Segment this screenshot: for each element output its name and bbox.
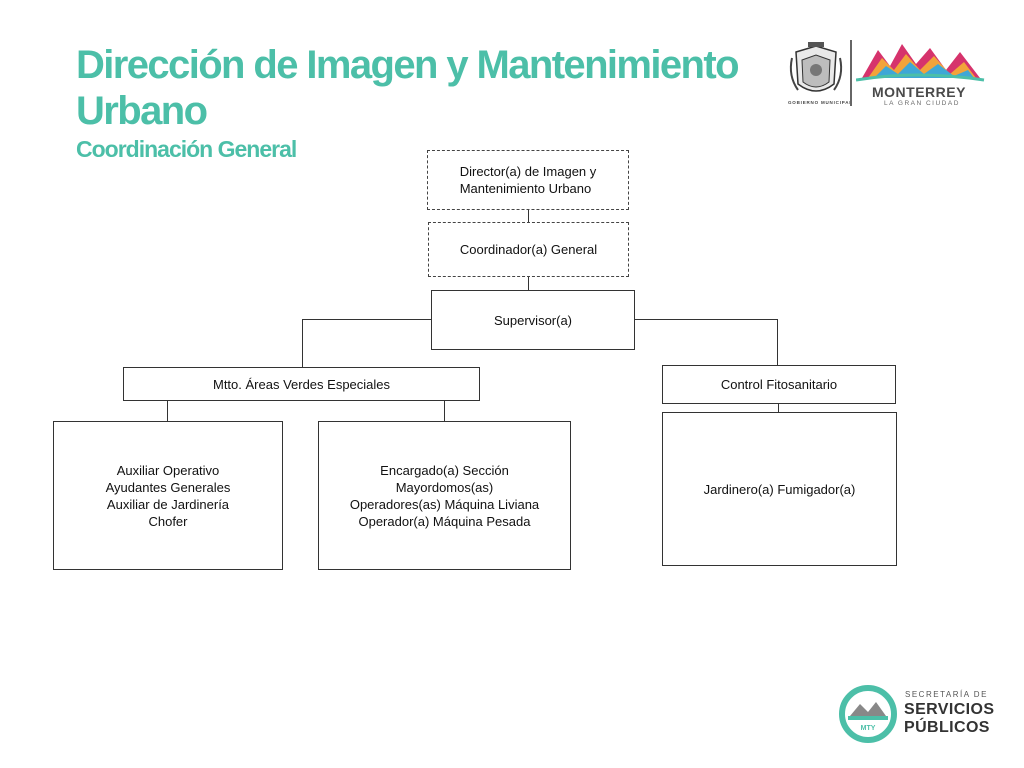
auxiliar-line-1: Auxiliar Operativo [116, 462, 220, 478]
page-title: Dirección de Imagen y Mantenimiento Urba… [76, 42, 740, 134]
coordinator-box: Coordinador(a) General [428, 222, 629, 277]
connector-right-drop [777, 319, 778, 366]
servicios-publicos-badge-icon: MTY [839, 685, 897, 743]
city-name: MONTERREY [872, 84, 966, 100]
logo-divider [850, 40, 852, 106]
auxiliar-line-4: Chofer [148, 513, 188, 529]
encargado-line-1: Encargado(a) Sección [380, 463, 509, 478]
director-line-1: Director(a) de Imagen y [459, 164, 597, 179]
control-fitosanitario-label: Control Fitosanitario [720, 377, 838, 392]
connector-areas-encargado [444, 401, 445, 422]
monterrey-logo: MONTERREY LA GRAN CIUDAD [856, 40, 986, 110]
connector-left-drop [302, 319, 303, 367]
auxiliar-line-3: Auxiliar de Jardinería [106, 496, 230, 512]
control-fitosanitario-box: Control Fitosanitario [662, 365, 896, 404]
encargado-line-2: Mayordomos(as) [395, 480, 494, 495]
page-subtitle: Coordinación General [76, 136, 297, 162]
encargado-box: Encargado(a) Sección Mayordomos(as) Oper… [318, 421, 571, 570]
encargado-line-4: Operador(a) Máquina Pesada [358, 514, 531, 529]
jardinero-label: Jardinero(a) Fumigador(a) [703, 481, 856, 497]
connector-supervisor-right [634, 319, 778, 320]
coordinator-label: Coordinador(a) General [459, 242, 598, 257]
secretaria-caption: SECRETARÍA DE [905, 690, 988, 699]
badge-text: MTY [861, 725, 876, 732]
connector-director-coordinator [528, 210, 529, 222]
director-line-2: Mantenimiento Urbano [459, 181, 592, 196]
areas-verdes-label: Mtto. Áreas Verdes Especiales [212, 376, 391, 392]
connector-coordinator-supervisor [528, 277, 529, 291]
supervisor-label: Supervisor(a) [493, 312, 573, 328]
secretaria-line-2: PÚBLICOS [904, 719, 990, 736]
monterrey-mountains-icon [856, 44, 985, 82]
areas-verdes-box: Mtto. Áreas Verdes Especiales [123, 367, 480, 401]
connector-control-jardinero [778, 404, 779, 413]
encargado-line-3: Operadores(as) Máquina Liviana [349, 497, 540, 512]
connector-areas-auxiliar [167, 401, 168, 422]
secretaria-line-1: SERVICIOS [904, 701, 995, 718]
auxiliar-line-2: Ayudantes Generales [105, 479, 231, 495]
connector-supervisor-left [302, 319, 432, 320]
municipal-seal-icon [789, 42, 843, 92]
supervisor-box: Supervisor(a) [431, 290, 635, 350]
title-line-2: Urbano [76, 89, 208, 133]
jardinero-box: Jardinero(a) Fumigador(a) [662, 412, 897, 566]
city-tagline: LA GRAN CIUDAD [884, 100, 960, 107]
director-box: Director(a) de Imagen y Mantenimiento Ur… [427, 150, 629, 210]
auxiliar-box: Auxiliar Operativo Ayudantes Generales A… [53, 421, 283, 570]
seal-caption: GOBIERNO MUNICIPAL [788, 100, 853, 105]
title-line-1: Dirección de Imagen y Mantenimiento [76, 43, 740, 87]
